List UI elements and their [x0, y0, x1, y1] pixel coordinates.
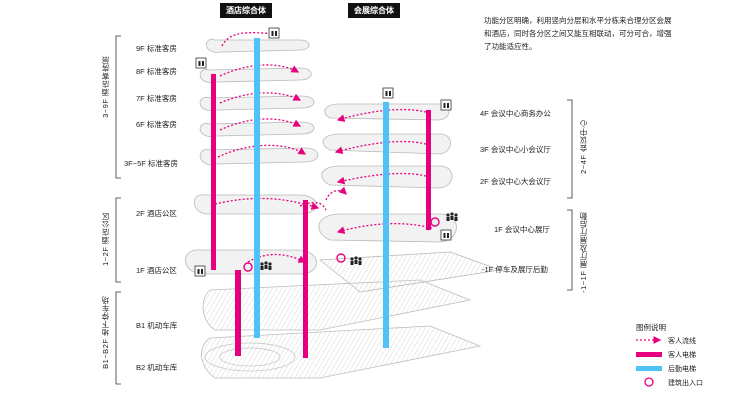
- description-text: 功能分区明确，利用竖向分层和水平分栋来合理分区会展和酒店，同时各分区之间又能互相…: [484, 16, 672, 51]
- floor-label: 7F 标准客房: [136, 94, 177, 103]
- exhibition-building: [318, 103, 501, 293]
- floor-label: 9F 标准客房: [136, 44, 177, 53]
- hotel-tower: [185, 38, 319, 275]
- floor-label: 6F 标准客房: [136, 120, 177, 129]
- entrances: [243, 217, 440, 272]
- floor-label: 2F 会议中心大会议厅: [480, 177, 551, 186]
- group-hotel-public: 1~2F 酒店公区: [101, 212, 110, 266]
- floor-label: 3F~5F 标准客房: [124, 159, 178, 168]
- people-icons: [260, 212, 458, 270]
- elevator-box-figures: [197, 31, 449, 274]
- legend-entrance: 建筑出入口: [668, 380, 703, 387]
- hotel-guest-flow: [214, 29, 320, 263]
- legend-service-elevator: 后勤电梯: [668, 366, 696, 373]
- floor-label: B1 机动车库: [136, 321, 178, 330]
- legend-title: 图例说明: [636, 323, 666, 332]
- left-brackets: [115, 35, 121, 385]
- legend-guest-elevator: 客人电梯: [668, 352, 696, 359]
- hotel-elevators: [211, 38, 308, 358]
- floor-label: 2F 酒店公区: [136, 209, 177, 218]
- hotel-elevator-stops: [211, 73, 216, 265]
- group-exhibition-hall: -1~1F 展厅及展厅后勤: [579, 212, 588, 293]
- group-hotel-rooms: 3~9F 酒店客房层: [101, 56, 110, 118]
- floor-label: 3F 会议中心小会议厅: [480, 145, 551, 154]
- floor-label: B2 机动车库: [136, 363, 178, 372]
- hotel-service-elevator: [254, 38, 260, 338]
- floor-label: 8F 标准客房: [136, 67, 177, 76]
- floor-label: -1F 停车及展厅后勤: [482, 265, 548, 274]
- floor-label: 1F 会议中心展厅: [494, 225, 550, 234]
- legend-graphics: [636, 336, 662, 387]
- floor-label: 1F 酒店公区: [136, 266, 177, 275]
- hotel-east-elevator: [303, 200, 308, 358]
- legend-guest-flow: 客人流线: [668, 338, 696, 345]
- group-basement: B1~B2F 地下停车场: [101, 296, 110, 369]
- right-brackets: [567, 99, 573, 291]
- exhibition-header: 会展综合体: [348, 3, 400, 18]
- elevator-boxes: [194, 27, 452, 277]
- exhibition-elevator-stops: [426, 109, 431, 231]
- basement-slabs: [201, 279, 482, 379]
- hotel-guest-elevator: [211, 74, 216, 270]
- bridge-links: [299, 201, 327, 211]
- exhibition-service-elevator: [383, 102, 389, 348]
- floor-label: 4F 会议中心商务办公: [480, 109, 551, 118]
- group-conference: 2~4F 会议中心: [579, 120, 588, 174]
- hotel-header: 酒店综合体: [220, 3, 272, 18]
- hotel-lower-elevator: [235, 270, 241, 356]
- exhibition-guest-elevator: [426, 110, 431, 230]
- exhibition-elevators: [383, 102, 431, 348]
